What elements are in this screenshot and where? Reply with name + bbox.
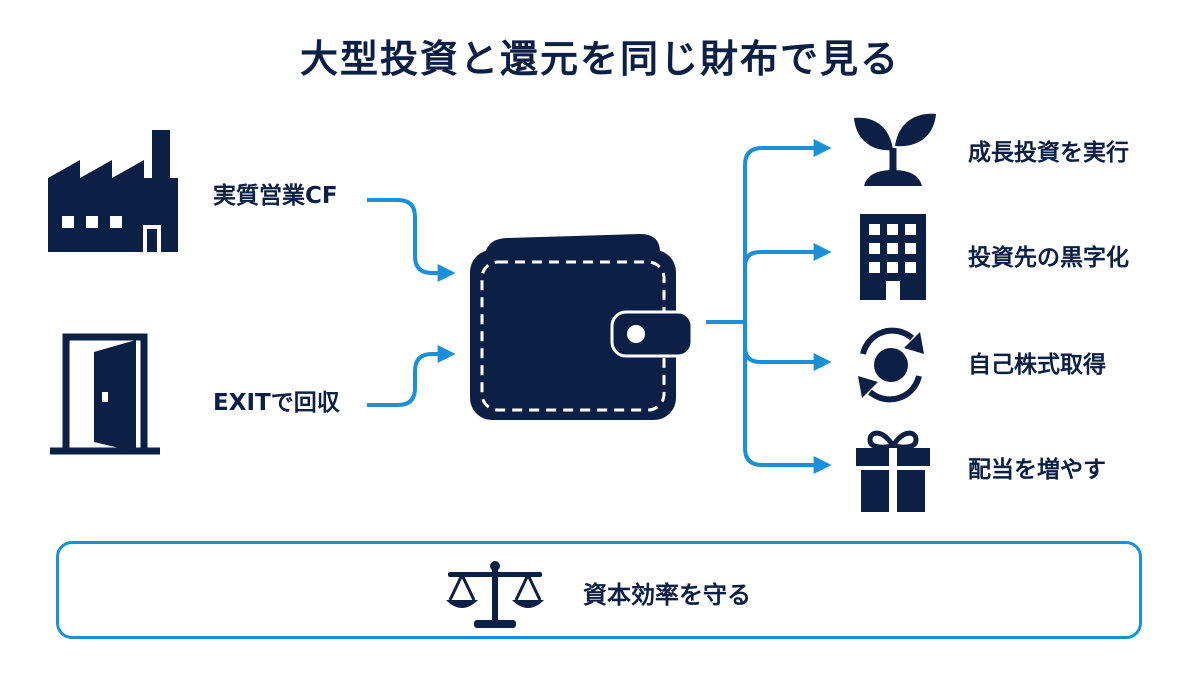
building-icon [860,214,926,300]
factory-icon [48,130,178,252]
label-investee-profitability: 投資先の黒字化 [968,245,1129,271]
label-exit-recovery: EXITで回収 [213,390,340,416]
arrow-exit-to-wallet [367,345,456,407]
wallet-icon [470,234,692,420]
gift-icon [856,430,930,512]
footer-box [56,541,1142,639]
arrow-branch-investee [743,243,832,322]
arrow-branch-dividend [743,322,832,474]
label-increase-dividend: 配当を増やす [968,457,1106,483]
label-share-buyback: 自己株式取得 [968,352,1106,378]
label-growth-investment: 成長投資を実行 [968,140,1129,166]
open-door-icon [50,333,160,455]
sprout-icon [854,113,936,186]
footer-label: 資本効率を守る [583,581,751,609]
page-title: 大型投資と還元を同じ財布で見る [299,37,900,81]
arrow-operating-cf-to-wallet [367,198,456,282]
arrow-branch-growth [743,139,832,322]
cycle-arrows-icon [858,327,924,403]
arrow-branch-buyback [743,322,832,371]
label-operating-cf: 実質営業CF [213,183,338,209]
balance-scale-icon [446,561,544,628]
